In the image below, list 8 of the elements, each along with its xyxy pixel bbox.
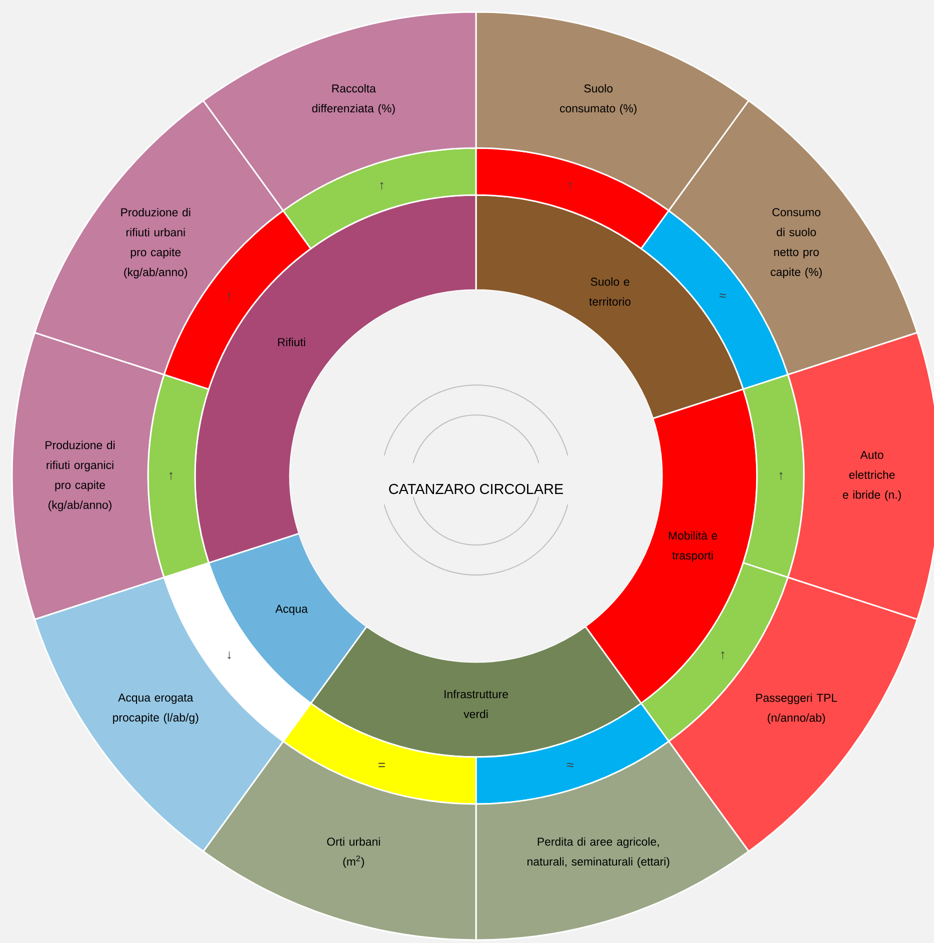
- node-label: Auto elettriche e ibride (n.): [842, 450, 901, 502]
- trend-segment: ↑: [147, 374, 210, 578]
- indicator-sector: Auto elettriche e ibride (n.): [787, 332, 934, 620]
- indicator-sector: Produzione di rifiuti organici pro capite (kg/ab/anno): [11, 332, 165, 620]
- category-sector: Infrastrutture verdi: [310, 626, 642, 758]
- trend-segment: ↑: [475, 147, 670, 250]
- trend-segment: ↑: [282, 147, 477, 250]
- trend-segment: ↑: [742, 374, 805, 578]
